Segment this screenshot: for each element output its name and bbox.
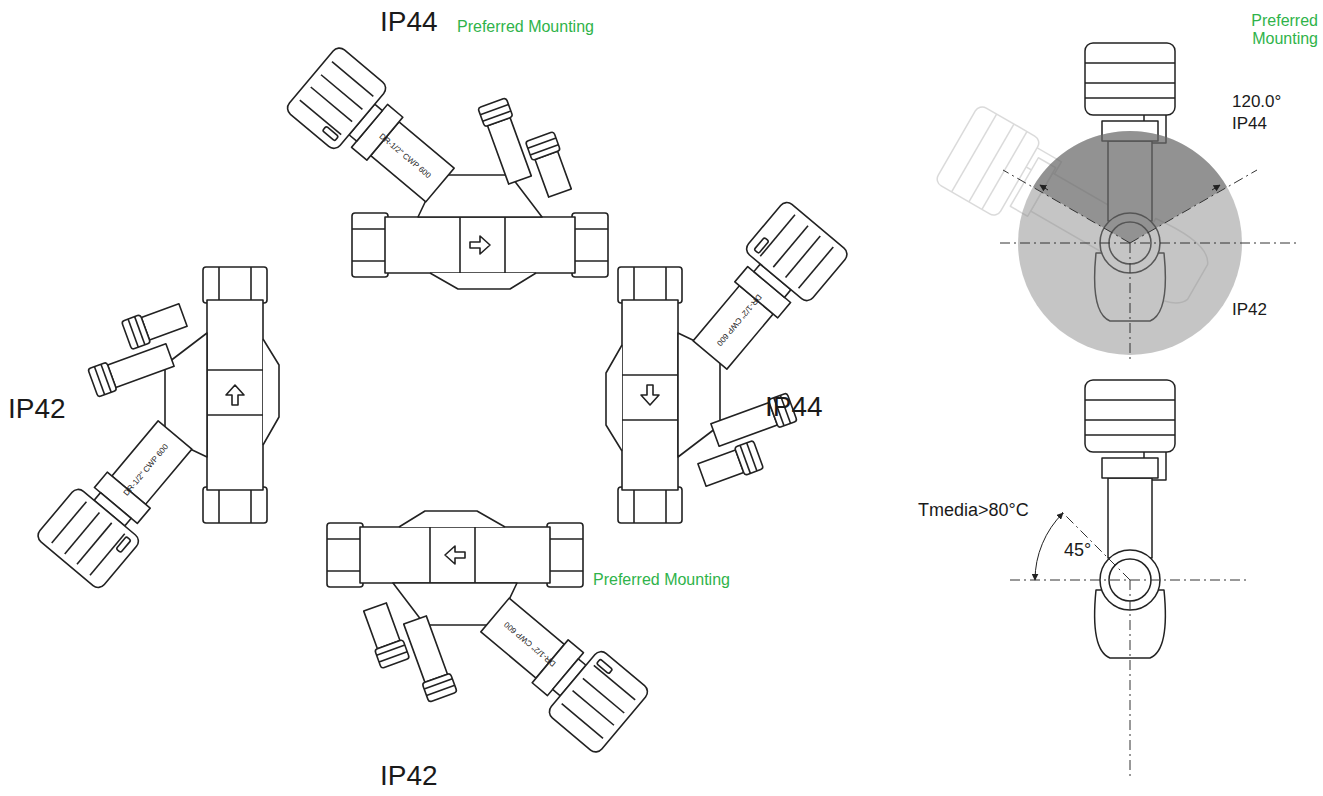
ip-rating: IP44 [765,391,823,423]
ip-rating: IP42 [380,760,438,792]
mounting-note: Preferred Mounting [1236,12,1318,49]
angle-dimension: 120.0° [1232,92,1281,112]
ip-rating: IP44 [380,6,438,38]
mounting-note: Preferred Mounting [593,571,730,589]
temperature-note: Tmedia>80°C [918,500,1029,521]
ip-rating: IP42 [1232,300,1267,320]
ip-rating: IP42 [8,393,66,425]
ip-rating: IP44 [1232,114,1267,134]
mounting-note: Preferred Mounting [457,18,594,36]
angle-dimension: 45° [1064,540,1091,561]
